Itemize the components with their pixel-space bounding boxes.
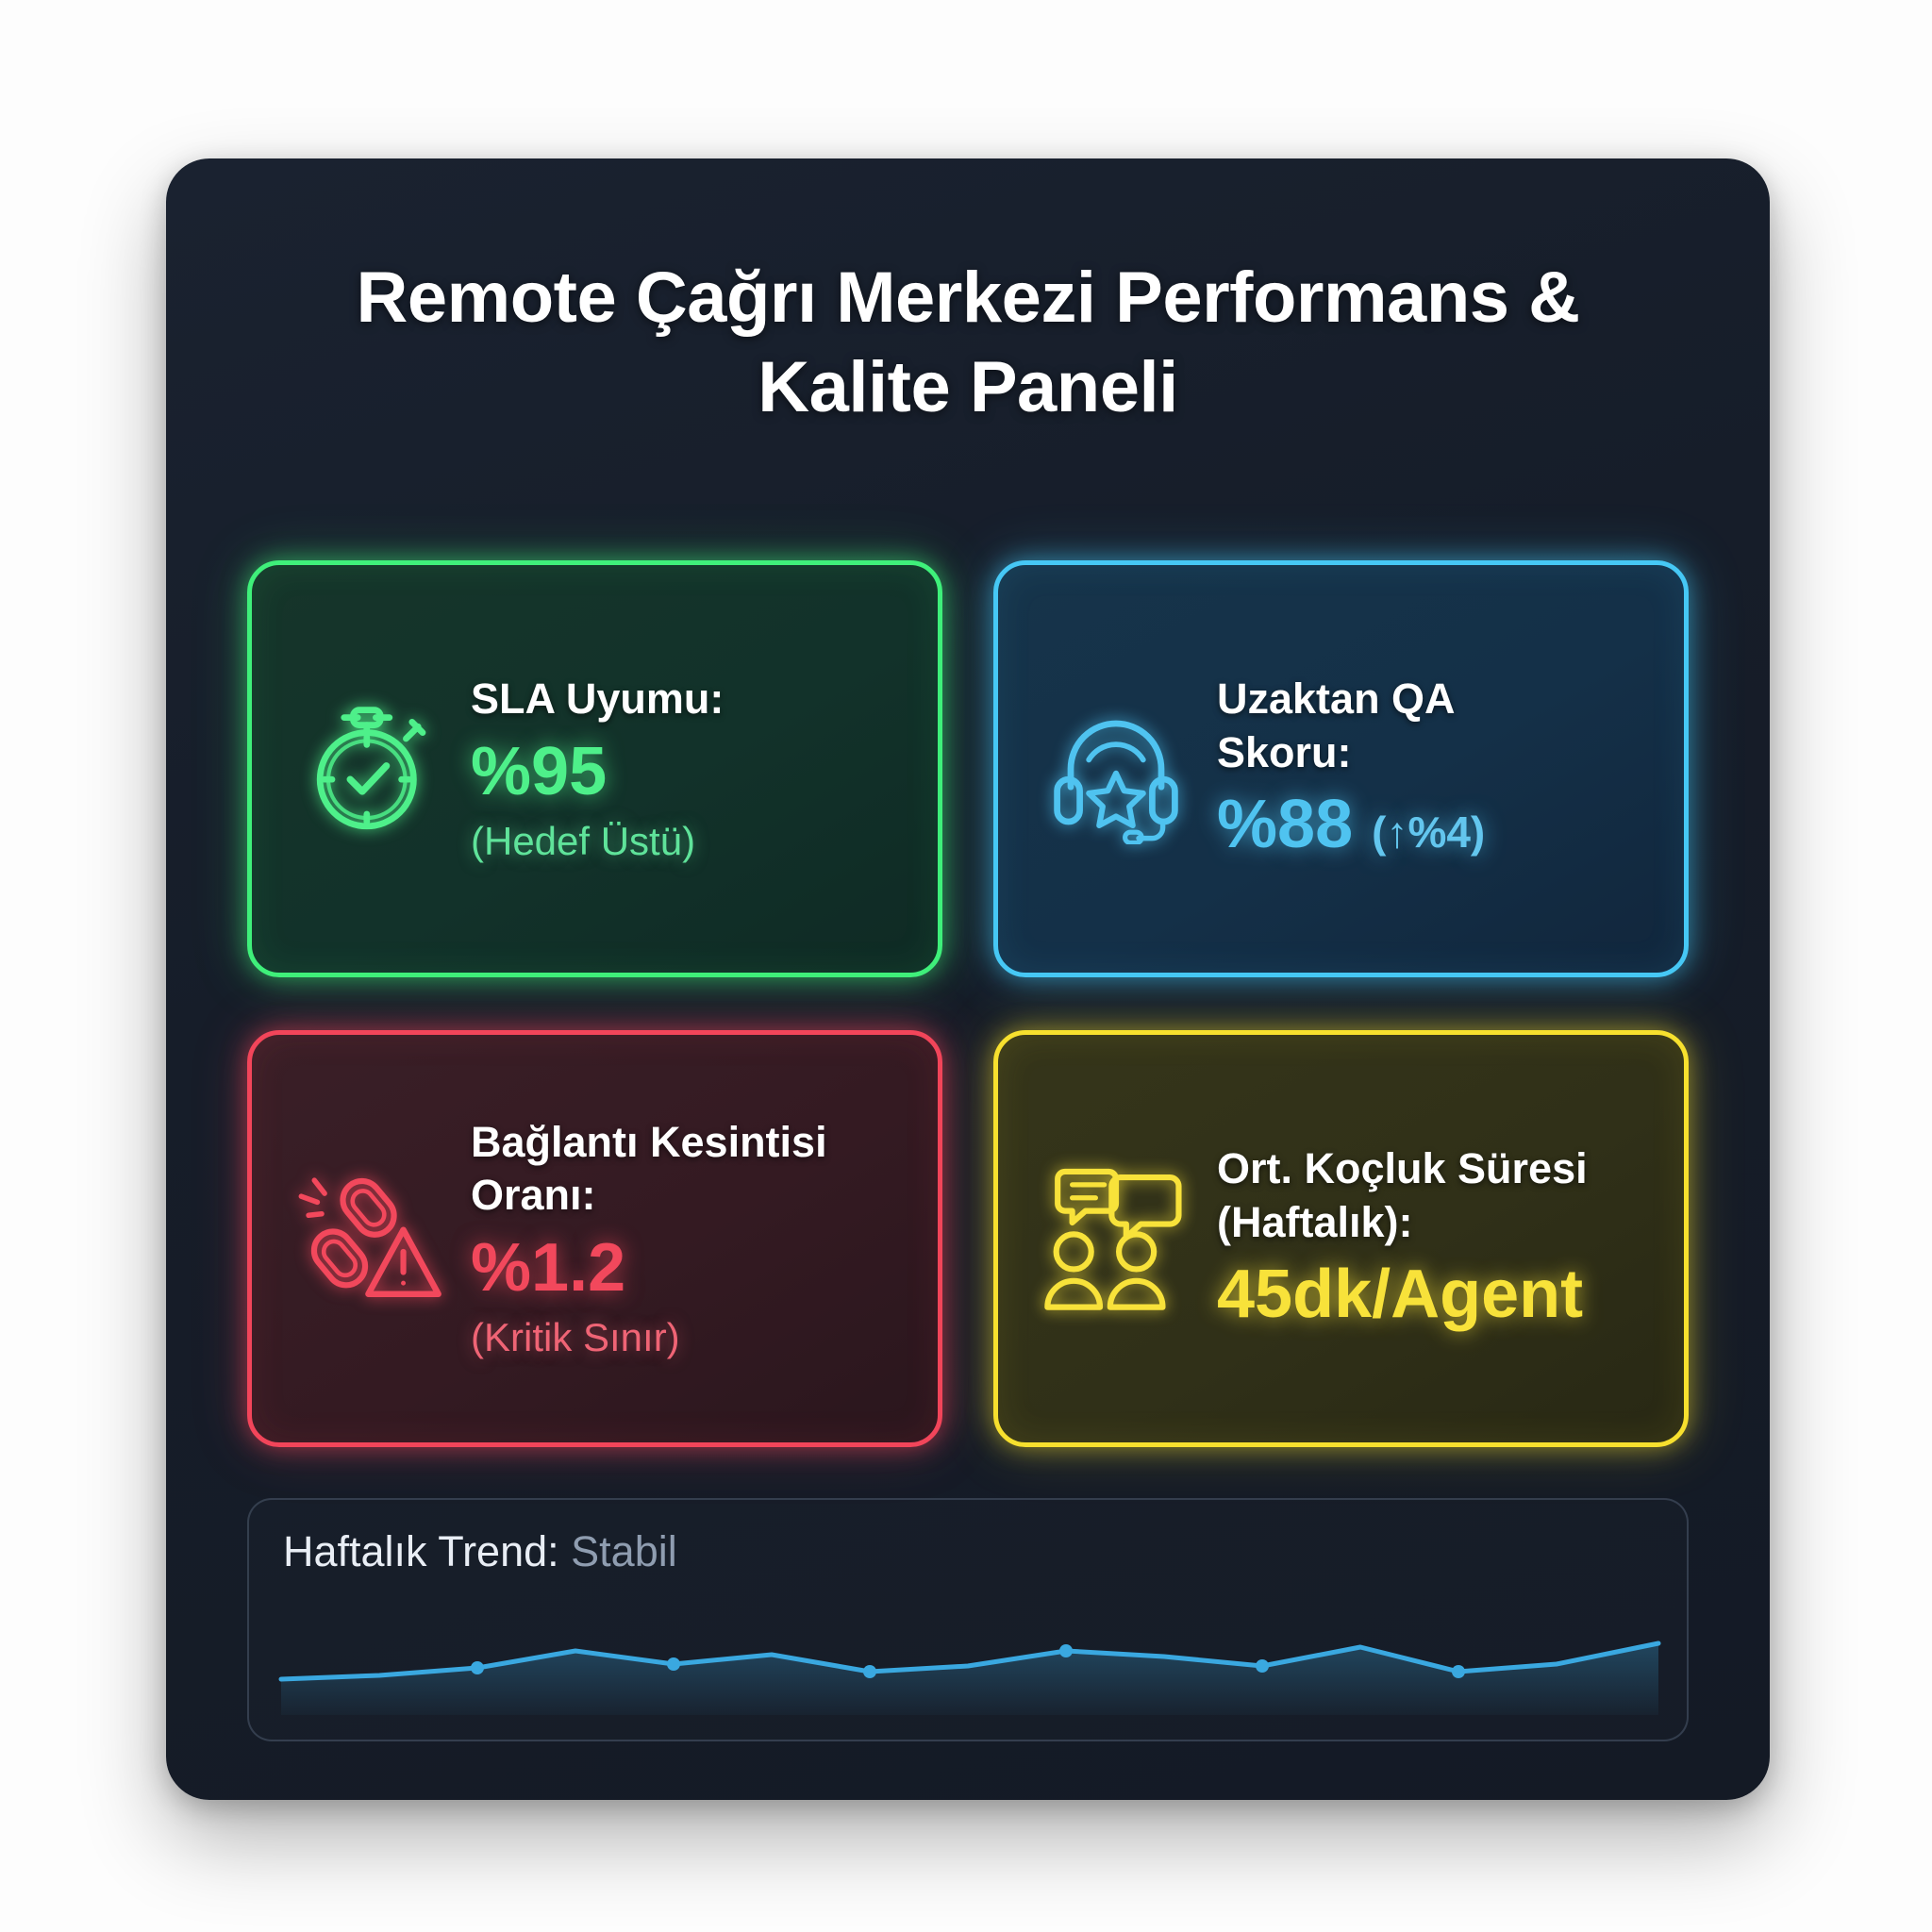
weekly-trend-label: Haftalık Trend: [283,1527,559,1575]
chat-people-icon [1026,1163,1206,1314]
kpi-card-grid: SLA Uyumu: %95 (Hedef Üstü) [247,560,1689,1447]
kpi-value-sla: %95 [471,733,608,809]
weekly-trend-panel: Haftalık Trend: Stabil [247,1498,1689,1741]
weekly-trend-sparkline [278,1641,1661,1715]
kpi-label-qa-line2: Skoru: [1217,727,1352,776]
weekly-trend-value: Stabil [571,1527,677,1575]
kpi-card-coaching-text: Ort. Koçluk Süresi (Haftalık): 45dk/Agen… [1206,1142,1652,1335]
kpi-sub-disconnect: (Kritik Sınır) [471,1314,680,1359]
kpi-label-disconnect-line1: Bağlantı Kesintisi [471,1117,827,1166]
kpi-card-sla-text: SLA Uyumu: %95 (Hedef Üstü) [459,673,906,865]
broken-link-warning-icon [280,1163,459,1314]
headset-star-icon [1026,693,1206,844]
kpi-label-coaching-line2: (Haftalık): [1217,1197,1413,1246]
kpi-value-coaching: 45dk/Agent [1217,1257,1584,1333]
kpi-card-coaching[interactable]: Ort. Koçluk Süresi (Haftalık): 45dk/Agen… [993,1030,1689,1447]
kpi-label-coaching-line1: Ort. Koçluk Süresi [1217,1143,1588,1192]
kpi-card-disconnect-text: Bağlantı Kesintisi Oranı: %1.2 (Kritik S… [459,1116,906,1362]
kpi-card-qa-text: Uzaktan QA Skoru: %88 (↑%4) [1206,673,1652,865]
stopwatch-check-icon [280,693,459,844]
kpi-sub-sla: (Hedef Üstü) [471,818,696,863]
page-title: Remote Çağrı Merkezi Performans & Kalite… [356,258,1580,427]
kpi-delta-qa: (↑%4) [1372,808,1486,858]
dashboard-panel: Remote Çağrı Merkezi Performans & Kalite… [166,158,1770,1800]
kpi-card-qa[interactable]: Uzaktan QA Skoru: %88 (↑%4) [993,560,1689,977]
kpi-label-qa-line1: Uzaktan QA [1217,674,1456,723]
weekly-trend-header: Haftalık Trend: Stabil [283,1528,677,1575]
kpi-value-qa: %88 [1217,787,1354,863]
kpi-value-disconnect: %1.2 [471,1230,626,1307]
kpi-card-sla[interactable]: SLA Uyumu: %95 (Hedef Üstü) [247,560,942,977]
kpi-label-disconnect-line2: Oranı: [471,1171,596,1220]
kpi-card-disconnect[interactable]: Bağlantı Kesintisi Oranı: %1.2 (Kritik S… [247,1030,942,1447]
kpi-value-qa-row: %88 (↑%4) [1217,785,1652,865]
kpi-label-sla: SLA Uyumu: [471,674,724,723]
